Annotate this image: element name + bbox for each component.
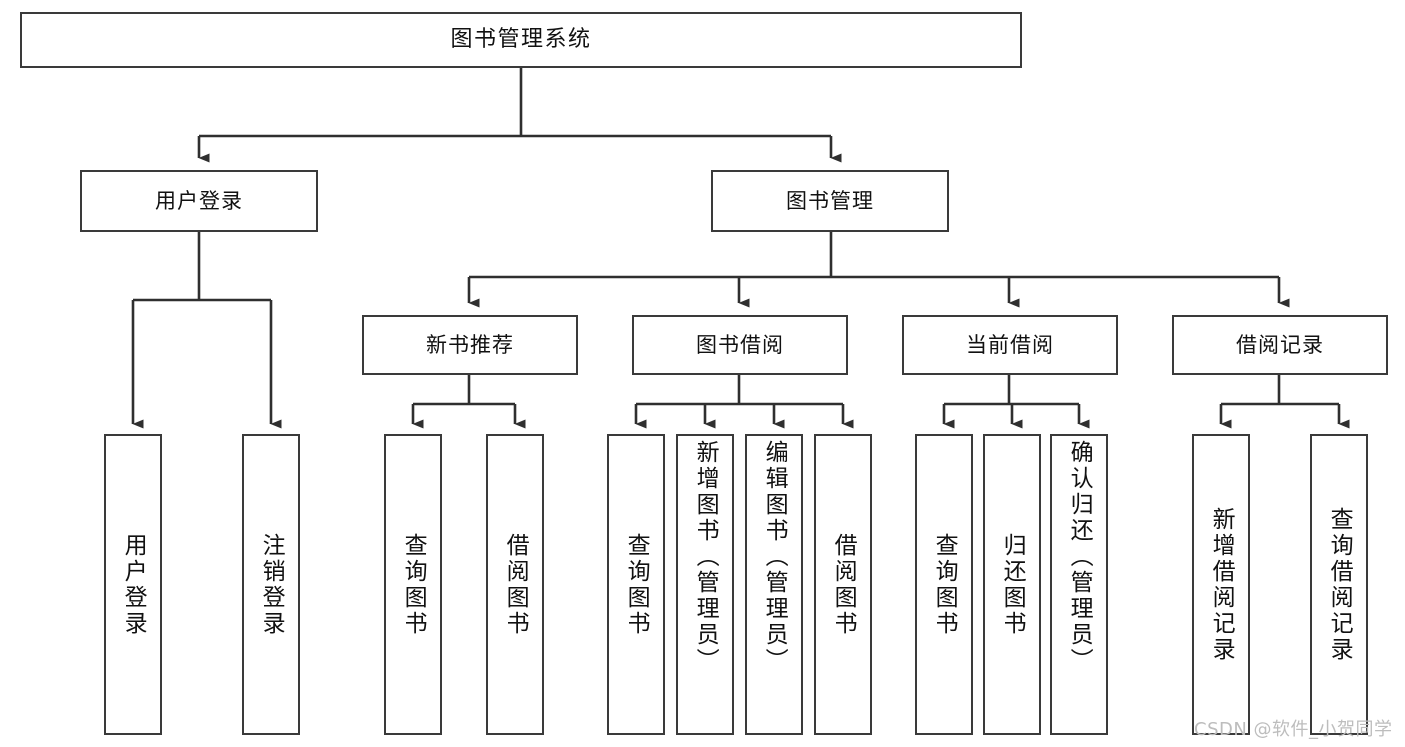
node-label: 当前借阅 <box>966 332 1054 357</box>
leaf-return-book[interactable]: 归还图书 <box>983 434 1041 735</box>
leaf-query-book-3[interactable]: 查询图书 <box>915 434 973 735</box>
node-label: 编辑图书（管理员） <box>761 440 788 674</box>
leaf-logout-login[interactable]: 注销登录 <box>242 434 300 735</box>
leaf-add-book-admin[interactable]: 新增图书（管理员） <box>676 434 734 735</box>
leaf-confirm-return-admin[interactable]: 确认归还（管理员） <box>1050 434 1108 735</box>
leaf-query-borrow-record[interactable]: 查询借阅记录 <box>1310 434 1368 735</box>
node-label: 新增图书（管理员） <box>692 440 719 674</box>
node-label: 确认归还（管理员） <box>1066 440 1093 674</box>
node-borrow-record[interactable]: 借阅记录 <box>1172 315 1388 375</box>
node-book-borrow[interactable]: 图书借阅 <box>632 315 848 375</box>
node-label: 归还图书 <box>999 532 1026 637</box>
node-label: 图书借阅 <box>696 332 784 357</box>
node-label: 用户登录 <box>155 188 243 213</box>
node-label: 注销登录 <box>258 532 285 637</box>
node-label: 借阅图书 <box>830 532 857 637</box>
leaf-add-borrow-record[interactable]: 新增借阅记录 <box>1192 434 1250 735</box>
node-label: 图书管理 <box>786 188 874 213</box>
node-label: 查询图书 <box>400 532 427 637</box>
node-label: 查询借阅记录 <box>1326 506 1353 663</box>
node-label: 新书推荐 <box>426 332 514 357</box>
leaf-query-book-2[interactable]: 查询图书 <box>607 434 665 735</box>
node-new-book-recommend[interactable]: 新书推荐 <box>362 315 578 375</box>
node-label: 图书管理系统 <box>450 27 592 53</box>
node-label: 查询图书 <box>623 532 650 637</box>
node-label: 借阅图书 <box>502 532 529 637</box>
leaf-user-login[interactable]: 用户登录 <box>104 434 162 735</box>
node-book-management-system[interactable]: 图书管理系统 <box>20 12 1022 68</box>
node-current-borrow[interactable]: 当前借阅 <box>902 315 1118 375</box>
leaf-borrow-book-1[interactable]: 借阅图书 <box>486 434 544 735</box>
csdn-watermark: CSDN @软件_小贺同学 <box>1194 719 1393 740</box>
node-book-management[interactable]: 图书管理 <box>711 170 949 232</box>
leaf-borrow-book-2[interactable]: 借阅图书 <box>814 434 872 735</box>
leaf-edit-book-admin[interactable]: 编辑图书（管理员） <box>745 434 803 735</box>
node-label: 用户登录 <box>120 532 147 637</box>
node-label: 新增借阅记录 <box>1208 506 1235 663</box>
node-user-login[interactable]: 用户登录 <box>80 170 318 232</box>
node-label: 查询图书 <box>931 532 958 637</box>
node-label: 借阅记录 <box>1236 332 1324 357</box>
leaf-query-book-1[interactable]: 查询图书 <box>384 434 442 735</box>
